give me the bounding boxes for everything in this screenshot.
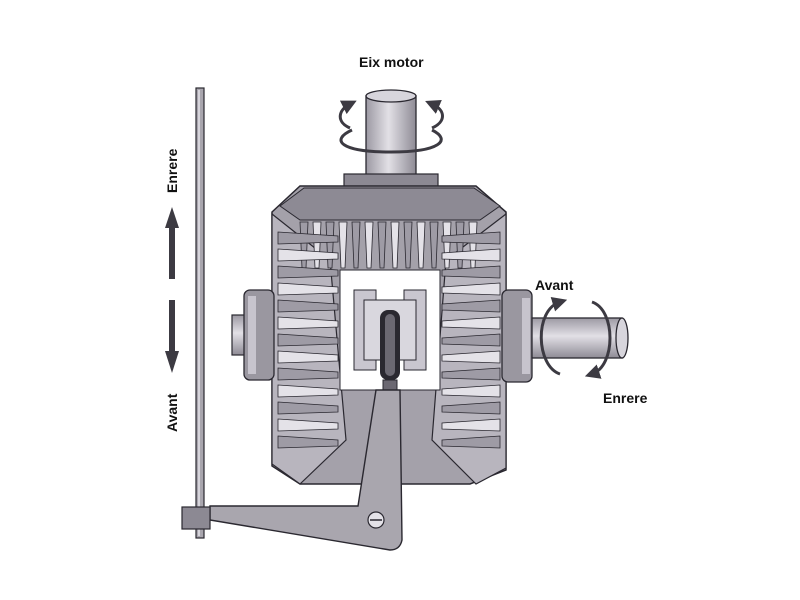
up-arrow-icon xyxy=(165,207,179,279)
gear-tooth xyxy=(277,231,339,245)
gear-tooth xyxy=(277,384,339,398)
rotation-arrow-icon xyxy=(338,100,444,154)
gear-tooth xyxy=(277,435,339,449)
gear-tooth xyxy=(416,221,426,269)
motor-shaft-label: Eix motor xyxy=(359,54,424,70)
gear-tooth xyxy=(441,401,501,415)
gear-tooth xyxy=(441,248,501,262)
forward-label-left: Avant xyxy=(164,393,180,432)
gear-tooth xyxy=(441,231,501,245)
gear-tooth xyxy=(277,265,339,279)
gear-tooth xyxy=(403,221,413,269)
gear-tooth xyxy=(351,221,361,269)
gear-tooth xyxy=(441,384,501,398)
gear-tooth xyxy=(441,316,501,330)
reverse-label-right: Enrere xyxy=(603,390,648,406)
left-hub xyxy=(231,289,275,381)
gear-tooth xyxy=(377,221,387,269)
gear-tooth xyxy=(441,265,501,279)
bevel-gear-assembly xyxy=(271,185,507,485)
gear-tooth xyxy=(441,299,501,313)
motor-shaft xyxy=(343,89,439,189)
gear-tooth xyxy=(277,418,339,432)
control-rod xyxy=(195,87,205,539)
gear-tooth xyxy=(277,248,339,262)
reverse-label-left: Enrere xyxy=(164,148,180,193)
gear-tooth xyxy=(277,350,339,364)
forward-label-right: Avant xyxy=(535,277,574,293)
gear-tooth xyxy=(277,316,339,330)
gear-tooth xyxy=(277,333,339,347)
gear-tooth xyxy=(441,350,501,364)
gear-tooth xyxy=(277,401,339,415)
shift-lever xyxy=(181,379,403,551)
gear-tooth xyxy=(429,221,439,269)
rotation-arrow-icon xyxy=(539,297,612,379)
gear-tooth xyxy=(441,367,501,381)
gear-tooth xyxy=(441,418,501,432)
gear-tooth xyxy=(390,221,400,269)
gear-tooth xyxy=(441,282,501,296)
gear-tooth xyxy=(277,367,339,381)
gear-tooth xyxy=(364,221,374,269)
gear-tooth xyxy=(441,435,501,449)
gear-tooth xyxy=(277,299,339,313)
down-arrow-icon xyxy=(165,300,179,373)
gear-tooth xyxy=(441,333,501,347)
gear-tooth xyxy=(277,282,339,296)
gear-tooth xyxy=(338,221,348,269)
output-shaft xyxy=(501,289,629,383)
